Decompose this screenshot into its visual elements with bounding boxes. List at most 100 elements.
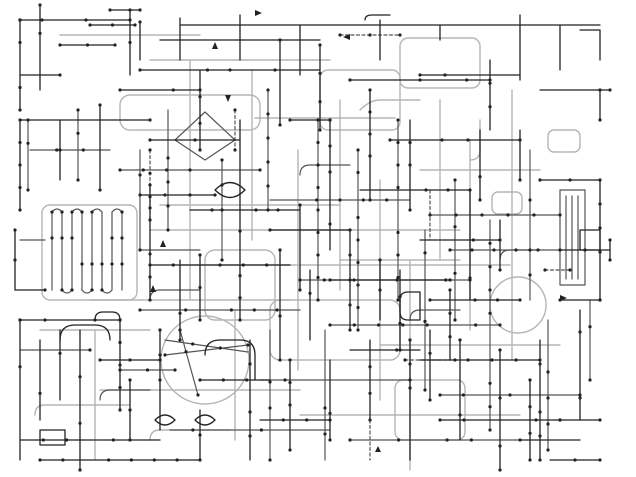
arrowhead-icon — [212, 42, 218, 49]
node-dot-icon — [148, 275, 152, 279]
node-dot-icon — [93, 318, 97, 322]
node-dot-icon — [98, 358, 102, 362]
node-dot-icon — [38, 391, 42, 395]
node-dot-icon — [428, 213, 432, 217]
node-dot-icon — [368, 154, 372, 158]
node-dot-icon — [356, 260, 360, 265]
node-dot-icon — [428, 351, 432, 355]
node-dot-icon — [158, 358, 162, 362]
node-dot-icon — [401, 323, 405, 327]
node-dot-icon — [338, 198, 342, 202]
node-dot-icon — [100, 288, 104, 292]
node-dot-icon — [316, 253, 320, 257]
node-dot-icon — [110, 262, 114, 266]
node-dot-icon — [266, 88, 270, 92]
node-dot-icon — [453, 318, 457, 322]
node-dot-icon — [488, 428, 492, 432]
node-dot-icon — [198, 88, 202, 92]
node-dot-icon — [471, 238, 475, 242]
node-dot-icon — [120, 236, 124, 240]
pathway-line — [19, 4, 141, 111]
node-dot-icon — [70, 210, 74, 214]
node-dot-icon — [398, 348, 402, 352]
node-dot-icon — [396, 275, 400, 280]
node-dot-icon — [316, 230, 320, 235]
pathway-line — [149, 34, 571, 461]
node-dot-icon — [238, 296, 242, 300]
node-dot-icon — [210, 208, 214, 212]
node-dot-icon — [398, 295, 402, 299]
node-dot-icon — [70, 288, 74, 292]
node-dot-icon — [578, 396, 582, 400]
node-dot-icon — [368, 365, 372, 369]
node-dot-icon — [98, 103, 102, 107]
node-dot-icon — [444, 278, 448, 282]
node-dot-icon — [278, 358, 282, 362]
node-dot-icon — [395, 278, 399, 282]
node-dot-icon — [454, 213, 458, 217]
node-dot-icon — [558, 298, 562, 302]
node-dot-icon — [148, 298, 152, 302]
node-dot-icon — [453, 271, 457, 275]
node-dot-icon — [78, 421, 82, 425]
faint-pathway-layer — [34, 34, 581, 471]
node-dot-icon — [425, 323, 429, 327]
node-dot-icon — [316, 208, 320, 212]
node-dot-icon — [238, 274, 242, 278]
arrowhead-icon — [375, 446, 381, 452]
node-dot-icon — [498, 323, 502, 327]
node-dot-icon — [218, 263, 222, 267]
node-dot-icon — [368, 110, 372, 114]
node-dot-icon — [568, 178, 572, 182]
node-dot-icon — [178, 311, 182, 315]
node-dot-icon — [465, 78, 469, 82]
node-dot-icon — [490, 358, 494, 362]
node-dot-icon — [480, 213, 484, 217]
node-dot-icon — [408, 362, 412, 366]
node-dot-icon — [453, 225, 457, 229]
node-dot-icon — [90, 210, 94, 214]
node-dot-icon — [408, 163, 412, 167]
node-dot-icon — [538, 434, 542, 438]
node-dot-icon — [558, 418, 562, 422]
node-dot-icon — [328, 144, 332, 148]
node-dot-icon — [508, 393, 512, 397]
node-dot-icon — [356, 170, 360, 175]
node-dot-icon — [461, 393, 465, 397]
node-dot-icon — [408, 338, 412, 342]
node-dot-icon — [205, 68, 210, 72]
node-dot-icon — [518, 178, 522, 182]
node-dot-icon — [608, 238, 612, 242]
node-dot-icon — [368, 418, 372, 422]
node-dot-icon — [288, 358, 292, 362]
node-dot-icon — [368, 33, 372, 37]
node-dot-icon — [220, 183, 224, 187]
node-dot-icon — [546, 448, 550, 452]
node-dot-icon — [322, 278, 326, 282]
node-dot-icon — [198, 148, 202, 152]
node-dot-icon — [88, 348, 92, 352]
node-dot-icon — [198, 95, 202, 99]
node-dot-icon — [438, 393, 442, 397]
node-dot-icon — [110, 236, 114, 240]
node-dot-icon — [138, 173, 142, 177]
node-dot-icon — [298, 288, 302, 292]
node-dot-icon — [218, 346, 222, 350]
node-dot-icon — [298, 278, 302, 282]
node-dot-icon — [568, 268, 572, 272]
node-dot-icon — [118, 88, 122, 92]
node-dot-icon — [60, 236, 64, 240]
node-dot-icon — [318, 100, 322, 104]
node-dot-icon — [198, 378, 202, 382]
node-dot-icon — [18, 185, 22, 190]
node-dot-icon — [468, 188, 472, 192]
node-dot-icon — [138, 248, 142, 252]
arrowhead-icon — [225, 95, 231, 102]
node-dot-icon — [368, 132, 372, 136]
node-dot-icon — [13, 228, 17, 232]
node-dot-icon — [138, 68, 142, 72]
node-dot-icon — [453, 178, 457, 182]
node-dot-icon — [418, 73, 422, 77]
node-dot-icon — [221, 378, 225, 382]
node-dot-icon — [173, 368, 177, 372]
